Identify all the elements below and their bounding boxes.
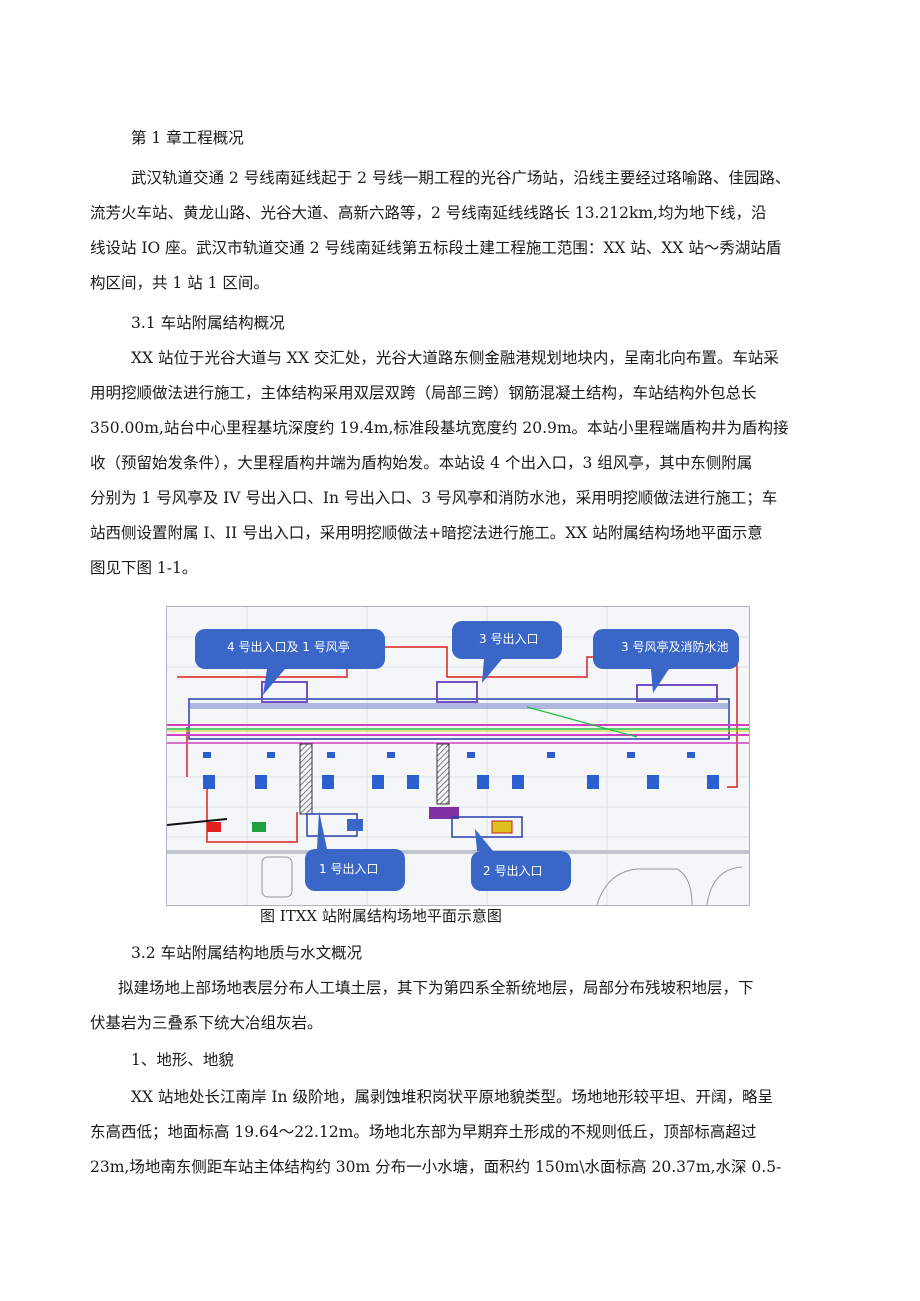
paragraph-line: 东高西低；地面标高 19.64～22.12m。场地北东部为早期弃土形成的不规则低… [90,1123,757,1141]
item-heading: 1、地形、地貌 [131,1051,234,1069]
paragraph-line: 收（预留始发条件），大里程盾构井端为盾构始发。本站设 4 个出入口，3 组风亭，… [90,454,753,472]
site-plan-figure: 4 号出入口及 1 号风亭 3 号出入口 3 号风亭及消防水池 1 号出入口 2… [166,606,750,906]
section-heading: 3.1 车站附属结构概况 [131,314,285,332]
paragraph-line: 流芳火车站、黄龙山路、光谷大道、高新六路等，2 号线南延线线路长 13.212k… [90,204,767,222]
paragraph-line: 伏基岩为三叠系下统大冶组灰岩。 [90,1014,323,1032]
paragraph-line: 站西侧设置附属 I、II 号出入口，采用明挖顺做法+暗挖法进行施工。XX 站附属… [90,524,763,542]
figure-caption: 图 ITXX 站附属结构场地平面示意图 [260,907,502,925]
callout-exit3: 3 号出入口 [479,632,538,646]
paragraph-line: 分别为 1 号风亭及 IV 号出入口、In 号出入口、3 号风亭和消防水池，采用… [90,489,778,507]
paragraph-line: 350.00m,站台中心里程基坑深度约 19.4m,标准段基坑宽度约 20.9m… [90,419,789,437]
paragraph-line: 图见下图 1-1。 [90,559,198,577]
paragraph-line: 拟建场地上部场地表层分布人工填土层，其下为第四系全新统地层，局部分布残坡积地层，… [118,979,754,997]
paragraph-line: XX 站位于光谷大道与 XX 交汇处，光谷大道路东侧金融港规划地块内，呈南北向布… [131,349,779,367]
callout-exit1: 1 号出入口 [319,862,378,876]
site-plan-drawing: 4 号出入口及 1 号风亭 3 号出入口 3 号风亭及消防水池 1 号出入口 2… [167,607,749,905]
paragraph-line: 用明挖顺做法进行施工，主体结构采用双层双跨（局部三跨）钢筋混凝土结构，车站结构外… [90,384,757,402]
chapter-heading: 第 1 章工程概况 [131,129,244,147]
paragraph-line: 23m,场地南东侧距车站主体结构约 30m 分布一小水塘，面积约 150m\水面… [90,1158,782,1176]
paragraph-line: 线设站 IO 座。武汉市轨道交通 2 号线南延线第五标段土建工程施工范围：XX … [90,239,782,257]
paragraph-line: 构区间，共 1 站 1 区间。 [90,274,269,292]
paragraph-line: XX 站地处长江南岸 In 级阶地，属剥蚀堆积岗状平原地貌类型。场地地形较平坦、… [131,1088,773,1106]
callout-exit2: 2 号出入口 [483,864,542,878]
section-heading: 3.2 车站附属结构地质与水文概况 [131,944,363,962]
callout-wind3-pool: 3 号风亭及消防水池 [621,639,728,654]
callout-exit4-wind1: 4 号出入口及 1 号风亭 [227,639,350,654]
paragraph-line: 武汉轨道交通 2 号线南延线起于 2 号线一期工程的光谷广场站，沿线主要经过珞喻… [131,169,791,187]
